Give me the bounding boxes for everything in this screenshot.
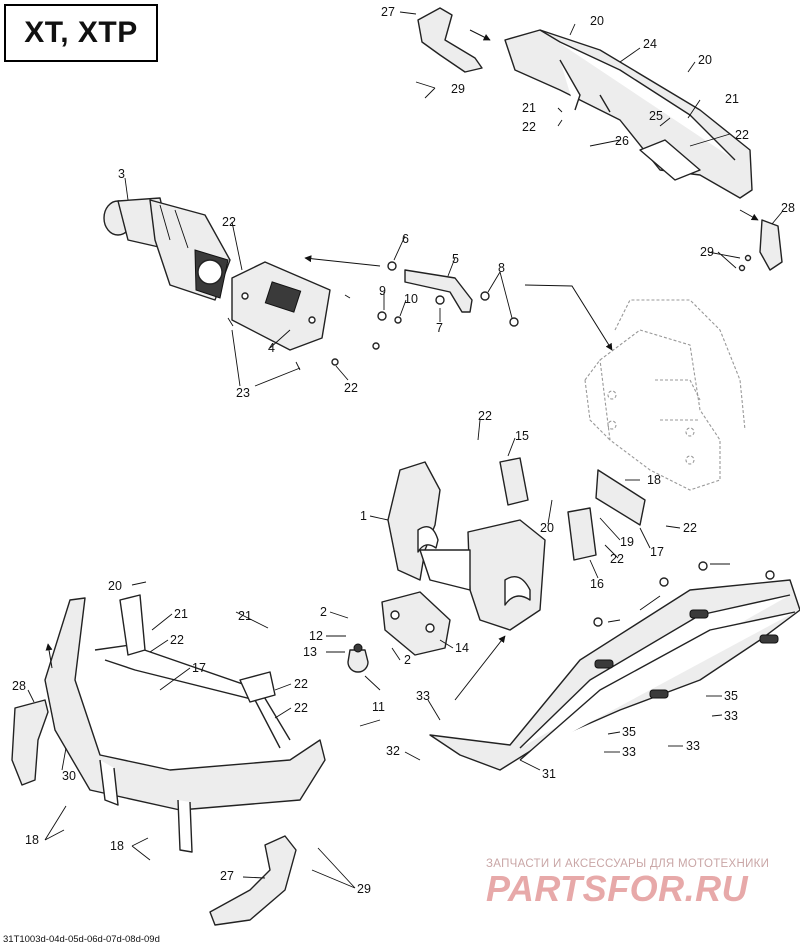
callout-21: 22	[294, 677, 308, 691]
callout-33: 33	[724, 709, 738, 723]
callout-4: 4	[268, 341, 275, 355]
handle-27-bottom	[209, 835, 297, 926]
callout-17: 18	[25, 833, 39, 847]
callout-6: 7	[436, 321, 443, 335]
callout-7: 8	[498, 261, 505, 275]
callout-27: 27	[220, 869, 234, 883]
assembly-arrows	[45, 29, 759, 701]
handle-28-right	[738, 219, 783, 272]
callout-12: 13	[303, 645, 317, 659]
callout-3: 3	[118, 167, 125, 181]
callout-16: 17	[192, 661, 206, 675]
lower-bumper-16	[44, 594, 326, 853]
callout-27: 27	[381, 5, 395, 19]
callout-22: 22	[222, 215, 236, 229]
callout-34: 35	[724, 689, 738, 703]
callout-33: 33	[622, 745, 636, 759]
watermark-tagline: ЗАПЧАСТИ И АКСЕССУАРЫ ДЛЯ МОТОТЕХНИКИ	[486, 858, 770, 870]
handle-27-top	[417, 7, 483, 73]
skid-plate-30	[429, 561, 800, 771]
callout-28: 28	[12, 679, 26, 693]
callout-29: 29	[451, 82, 465, 96]
winch-bracket	[387, 261, 519, 327]
callout-8: 9	[379, 284, 386, 298]
callout-29: 29	[357, 882, 371, 896]
callout-22: 22	[683, 521, 697, 535]
callout-22: 22	[478, 409, 492, 423]
callout-23: 23	[236, 386, 250, 400]
callout-17: 18	[110, 839, 124, 853]
callout-5: 5	[452, 252, 459, 266]
callout-2: 2	[404, 653, 411, 667]
hook-10	[347, 643, 369, 673]
diagram-code: 31T1003d-04d-05d-06d-07d-08d-09d	[3, 934, 160, 945]
callout-25: 25	[649, 109, 663, 123]
callout-20: 20	[590, 14, 604, 28]
callout-20: 21	[238, 609, 252, 623]
callout-2: 2	[320, 605, 327, 619]
callout-29: 30	[62, 769, 76, 783]
handle-28-left	[11, 699, 49, 786]
callout-14: 16	[590, 577, 604, 591]
callout-26: 26	[615, 134, 629, 148]
upper-bumper-24	[504, 29, 753, 199]
callout-22: 22	[735, 128, 749, 142]
callout-6: 6	[402, 232, 409, 246]
callout-19: 20	[540, 521, 554, 535]
callout-18: 19	[620, 535, 634, 549]
callout-22: 22	[170, 633, 184, 647]
callout-33: 33	[686, 739, 700, 753]
callout-21: 21	[522, 101, 536, 115]
callout-18: 18	[647, 473, 661, 487]
callout-20: 20	[698, 53, 712, 67]
callout-22: 22	[610, 552, 624, 566]
side-bracket-14	[499, 457, 646, 561]
callout-10: 11	[372, 700, 385, 714]
callout-30: 31	[542, 767, 556, 781]
vehicle-frame-reference	[584, 299, 746, 491]
callout-11: 12	[309, 629, 323, 643]
leader-lines	[27, 11, 783, 889]
callout-1: 1	[360, 509, 367, 523]
callout-labels: 27 20 24 20 29 21 22 21 25 22 26 28 29 3…	[12, 5, 795, 896]
callout-22: 22	[294, 701, 308, 715]
callout-21: 21	[725, 92, 739, 106]
winch-mounting-plate	[231, 261, 331, 351]
callout-14: 15	[515, 429, 529, 443]
winch-hardware	[227, 294, 402, 371]
callout-15: 17	[650, 545, 664, 559]
callout-22: 22	[522, 120, 536, 134]
front-bumper-1	[387, 461, 546, 631]
winch-assembly	[103, 197, 231, 301]
hitch-mount-13	[381, 591, 451, 656]
callout-34: 35	[622, 725, 636, 739]
callout-24: 24	[643, 37, 657, 51]
callout-28: 28	[781, 201, 795, 215]
callout-32: 33	[416, 689, 430, 703]
watermark-logo: PARTSFOR.RU	[486, 868, 749, 909]
callout-31: 32	[386, 744, 400, 758]
callout-22: 22	[344, 381, 358, 395]
callout-29: 29	[700, 245, 714, 259]
callout-13: 14	[455, 641, 469, 655]
callout-21: 21	[174, 607, 188, 621]
callout-20: 20	[108, 579, 122, 593]
callout-9: 10	[404, 292, 418, 306]
model-title: XT, XTP	[4, 4, 158, 62]
